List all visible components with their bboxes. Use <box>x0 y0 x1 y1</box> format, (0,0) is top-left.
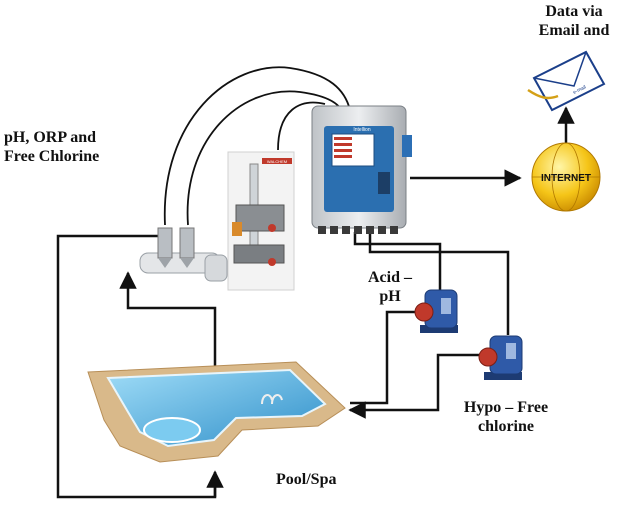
hypo-pump <box>478 335 523 380</box>
gland-4 <box>354 226 362 234</box>
controller-to-acid-pump-line <box>353 232 442 290</box>
acid-label-line-1: Acid – <box>368 269 412 286</box>
hypo-pump-to-pool-line <box>348 353 488 419</box>
internet-label: INTERNET <box>541 173 591 184</box>
hypo-label-line-1: Hypo – Free <box>463 399 549 416</box>
email-envelope-icon: e-mail <box>527 50 606 112</box>
valve-red-1 <box>268 224 276 232</box>
hypo-pump-base <box>484 372 522 380</box>
gland-1 <box>318 226 326 234</box>
flow-cell-lower <box>233 244 285 264</box>
probe-manifold <box>139 227 228 282</box>
controller-to-hypo-pump-line <box>368 232 510 335</box>
envelope-flap <box>533 51 587 87</box>
acid-pump-to-pool-line <box>350 310 425 405</box>
sensor-cable-1 <box>163 66 351 226</box>
envelope-label: e-mail <box>572 84 587 95</box>
display-row-1 <box>334 137 352 140</box>
panel-brand-text: WALCHEM <box>267 159 287 164</box>
cable-glands <box>318 226 398 234</box>
sensor-panel: WALCHEM <box>227 151 295 291</box>
probe-orp <box>179 227 195 259</box>
gland-7 <box>390 226 398 234</box>
valve-orange <box>232 222 242 236</box>
display-row-4 <box>334 155 352 158</box>
controller-brand: Intellion <box>353 127 370 133</box>
hypo-pump-head <box>478 347 498 367</box>
display-row-3 <box>334 149 352 152</box>
spa-water <box>143 417 201 443</box>
display-rows <box>334 137 352 158</box>
gland-5 <box>366 226 374 234</box>
acid-pump-head <box>414 302 434 322</box>
hypo-label: Hypo – Free chlorine <box>446 398 566 436</box>
flow-lines <box>56 66 575 499</box>
controller-side-port <box>402 135 412 157</box>
envelope-body <box>532 50 606 112</box>
acid-label-line-2: pH <box>379 288 401 305</box>
gland-3 <box>342 226 350 234</box>
data-label: Data via Email and <box>526 2 622 40</box>
valve-red-2 <box>268 258 276 266</box>
probe-ph-tip <box>158 258 172 268</box>
acid-label: Acid – pH <box>360 268 420 306</box>
internet-globe: INTERNET <box>531 142 601 212</box>
sensors-label: pH, ORP and Free Chlorine <box>4 128 99 166</box>
manifold-elbow <box>204 254 228 282</box>
probe-orp-tip <box>180 258 194 268</box>
data-label-line-2: Email and <box>538 22 610 39</box>
sensor-cable-2 <box>186 90 343 226</box>
probe-ph <box>157 227 173 259</box>
hypo-pump-panel <box>506 343 516 359</box>
pool-ladder <box>261 394 283 405</box>
gland-2 <box>330 226 338 234</box>
acid-pump-panel <box>441 298 451 314</box>
panel-brand-strip <box>262 158 292 164</box>
display-row-2 <box>334 143 352 146</box>
sensors-label-line-2: Free Chlorine <box>4 148 100 165</box>
pool-illustration <box>87 361 346 463</box>
sensors-label-line-1: pH, ORP and <box>4 129 97 146</box>
pool-label: Pool/Spa <box>276 471 337 488</box>
hypo-label-line-2: chlorine <box>478 418 534 435</box>
acid-pump-base <box>420 325 458 333</box>
sensor-to-pool-line <box>119 271 217 373</box>
acid-pump <box>414 289 458 333</box>
controller-keypad <box>378 172 390 194</box>
flow-cell-body <box>235 204 285 232</box>
controller-unit: Intellion <box>311 105 412 234</box>
data-label-line-1: Data via <box>545 3 603 20</box>
envelope-swoosh <box>527 88 559 100</box>
sensor-cable-3 <box>277 101 326 151</box>
gland-6 <box>378 226 386 234</box>
